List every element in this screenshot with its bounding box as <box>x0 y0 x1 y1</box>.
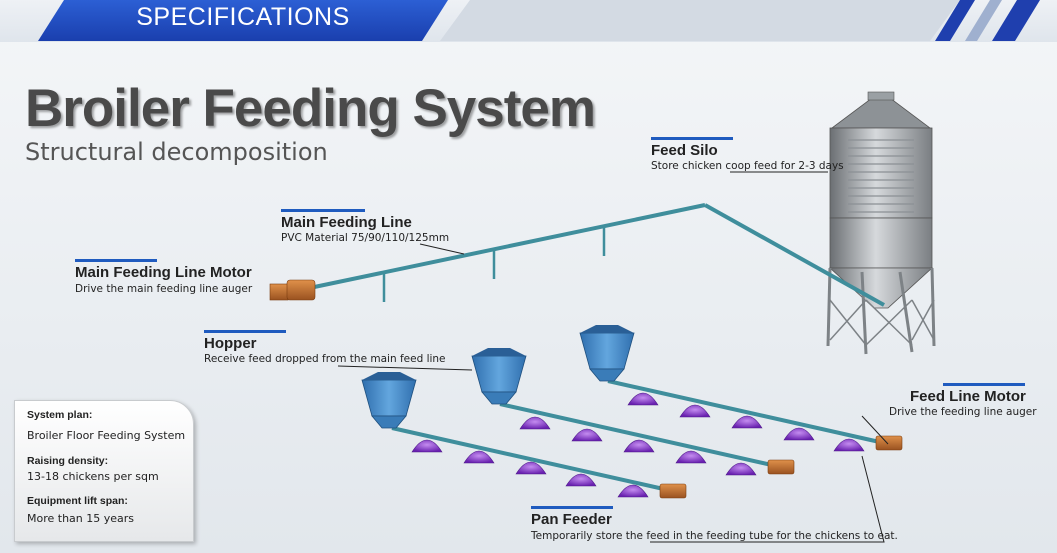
main-line-title: Main Feeding Line <box>281 214 412 231</box>
lift-label: Equipment lift span: <box>27 495 128 507</box>
line-motor-title: Feed Line Motor <box>910 388 1026 405</box>
lift-value: More than 15 years <box>27 512 135 525</box>
feed-silo-tab <box>651 137 733 140</box>
pan-feeder-title: Pan Feeder <box>531 511 612 528</box>
banner-title: SPECIFICATIONS <box>136 3 350 31</box>
main-motor-tab <box>75 259 157 262</box>
hopper-desc: Receive feed dropped from the main feed … <box>204 353 446 365</box>
plan-label: System plan: <box>27 409 93 421</box>
feed-line-motors <box>659 435 903 499</box>
main-line-tab <box>281 209 365 212</box>
density-value: 13-18 chickens per sqm <box>27 470 159 483</box>
feed-lines <box>391 379 885 492</box>
system-plan-panel: System plan: Broiler Floor Feeding Syste… <box>14 400 194 542</box>
main-motor-desc: Drive the main feeding line auger <box>75 283 253 295</box>
leader-lines <box>337 171 889 543</box>
main-motor-title: Main Feeding Line Motor <box>75 264 252 281</box>
hopper-title: Hopper <box>204 335 257 352</box>
feed-silo-desc: Store chicken coop feed for 2-3 days <box>651 160 844 172</box>
feed-silo-title: Feed Silo <box>651 142 718 159</box>
line-motor-tab <box>943 383 1025 386</box>
hopper-2 <box>471 348 527 405</box>
main-line-desc: PVC Material 75/90/110/125mm <box>281 232 450 244</box>
page-title: Broiler Feeding System <box>25 79 596 138</box>
hopper-3 <box>579 325 635 382</box>
main-feeding-line-motor <box>269 279 316 301</box>
line-motor-desc: Drive the feeding line auger <box>889 406 1037 418</box>
plan-value: Broiler Floor Feeding System <box>27 429 186 442</box>
pan-feeders <box>411 392 865 498</box>
hopper-tab <box>204 330 286 333</box>
main-feeding-line <box>299 203 885 307</box>
density-label: Raising density: <box>27 455 109 467</box>
hopper-1 <box>361 372 417 429</box>
specifications-banner <box>38 0 448 41</box>
feed-silo <box>826 91 936 355</box>
page-subtitle: Structural decomposition <box>25 138 328 166</box>
header-stripes <box>440 0 1040 41</box>
pan-feeder-tab <box>531 506 613 509</box>
pan-feeder-desc: Temporarily store the feed in the feedin… <box>531 530 898 542</box>
